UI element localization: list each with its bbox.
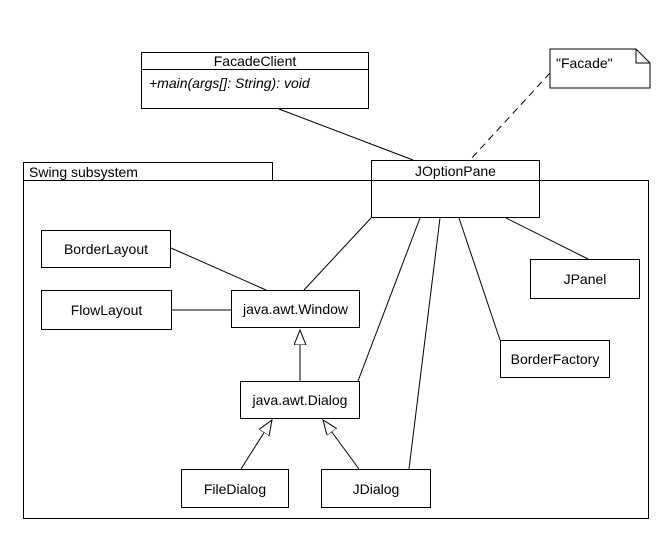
- swing-subsystem-package-body: [23, 180, 649, 519]
- class-borderlayout-name: BorderLayout: [63, 241, 149, 257]
- class-java-awt-dialog: java.awt.Dialog: [240, 381, 360, 419]
- class-java-awt-window: java.awt.Window: [231, 290, 360, 328]
- facade-note-label: "Facade": [556, 55, 613, 71]
- edge-joptionpane-jdialog: [408, 217, 441, 470]
- edge-facadeclient-joptionpane: [278, 108, 414, 161]
- swing-subsystem-package-label: Swing subsystem: [29, 163, 138, 180]
- class-jpanel-name: JPanel: [563, 271, 607, 287]
- class-borderfactory-name: BorderFactory: [510, 351, 600, 367]
- class-jpanel: JPanel: [530, 259, 640, 299]
- edge-filedialog-extends-dialog: [240, 420, 272, 470]
- facade-note-shape: [549, 48, 651, 89]
- edge-joptionpane-jpanel: [505, 217, 589, 260]
- edge-facade-note-joptionpane: [469, 72, 551, 161]
- class-flowlayout-name: FlowLayout: [70, 302, 143, 318]
- class-java-awt-window-name: java.awt.Window: [242, 301, 349, 317]
- facade-note-fold-icon: [635, 49, 650, 64]
- class-joptionpane-name: JOptionPane: [372, 161, 539, 181]
- edge-jdialog-extends-dialog: [323, 420, 360, 470]
- edge-joptionpane-window: [303, 217, 372, 291]
- class-java-awt-dialog-name: java.awt.Dialog: [252, 392, 348, 408]
- class-borderlayout: BorderLayout: [41, 230, 171, 268]
- class-flowlayout: FlowLayout: [41, 290, 172, 330]
- edge-borderlayout-window: [170, 247, 267, 291]
- class-jdialog-name: JDialog: [352, 480, 400, 497]
- class-facadeclient-method: +main(args[]: String): void: [149, 75, 310, 91]
- class-jdialog: JDialog: [321, 469, 431, 508]
- class-joptionpane: JOptionPane: [371, 160, 540, 218]
- edge-joptionpane-borderfactory: [458, 217, 501, 341]
- class-filedialog: FileDialog: [181, 469, 289, 508]
- class-facadeclient-name: FacadeClient: [142, 53, 368, 70]
- class-facadeclient: FacadeClient +main(args[]: String): void: [141, 52, 369, 109]
- class-filedialog-name: FileDialog: [203, 480, 267, 497]
- class-borderfactory: BorderFactory: [500, 340, 610, 378]
- edge-joptionpane-dialog: [357, 217, 421, 382]
- swing-subsystem-package-tab: Swing subsystem: [23, 162, 273, 181]
